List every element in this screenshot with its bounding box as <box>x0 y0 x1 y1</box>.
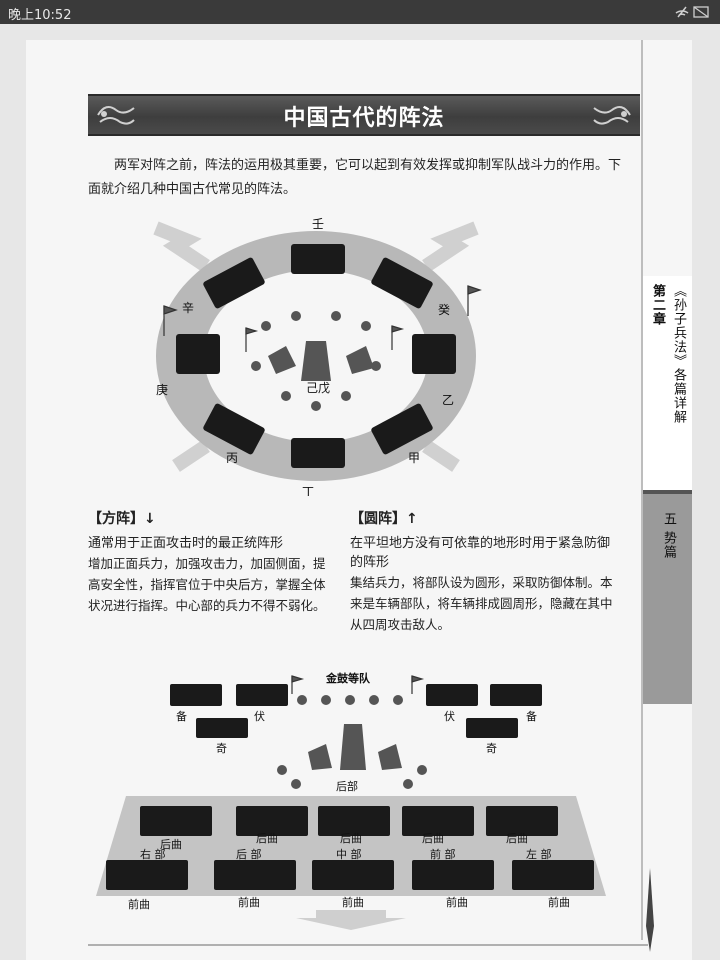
reader-page[interactable]: 中国古代的阵法 两军对阵之前，阵法的运用极其重要，它可以起到有效发挥或抑制军队战… <box>0 24 720 960</box>
label-ambush-left: 伏 <box>254 709 265 723</box>
label-reserve-left: 备 <box>176 709 187 723</box>
pen-ornament-icon <box>646 868 654 952</box>
page-footer-rule <box>88 944 648 946</box>
banner-ornament-left-icon <box>97 105 135 125</box>
section-tab[interactable]: 五 势篇 <box>643 494 692 704</box>
label-front-bu: 前 部 <box>430 847 456 861</box>
status-bar: 晚上10:52 <box>0 0 720 24</box>
label-xin: 辛 <box>182 301 194 315</box>
label-jia: 甲 <box>408 451 420 465</box>
label-rear-qu-2: 后曲 <box>256 832 278 845</box>
soldier-blocks <box>176 244 456 468</box>
label-geng: 庚 <box>156 382 168 397</box>
label-ambush-right: 伏 <box>444 709 455 723</box>
label-center-bu: 中 部 <box>336 847 362 861</box>
banner-ornament-right-icon <box>593 105 631 125</box>
chapter-tab[interactable]: 第二章 《孙子兵法》各篇详解 <box>643 276 692 494</box>
label-front-qu-5: 前曲 <box>548 895 570 909</box>
arrow-shape <box>153 221 210 272</box>
label-surprise-left: 奇 <box>216 742 227 755</box>
round-body: 集结兵力，将部队设为圆形，采取防御体制。本来是车辆部队，将车辆排成圆周形，隐藏在… <box>350 575 613 632</box>
label-bing: 丙 <box>226 451 238 465</box>
label-right-bu: 右 部 <box>140 847 166 861</box>
title-banner: 中国古代的阵法 <box>88 94 640 136</box>
label-front-qu-2: 前曲 <box>238 895 260 909</box>
square-heading: 【方阵】↓ <box>88 511 156 527</box>
square-formation-text: 【方阵】↓ 通常用于正面攻击时的最正统阵形 增加正面兵力，加强攻击力，加固侧面，… <box>88 508 326 616</box>
label-front-qu-4: 前曲 <box>446 895 468 909</box>
book-page: 中国古代的阵法 两军对阵之前，阵法的运用极其重要，它可以起到有效发挥或抑制军队战… <box>26 40 692 960</box>
chapter-side-tab: 第二章 《孙子兵法》各篇详解 五 势篇 <box>640 40 692 960</box>
label-rear-qu-5: 后曲 <box>506 832 528 845</box>
chapter-book: 《孙子兵法》各篇详解 <box>671 284 686 424</box>
label-surprise-right: 奇 <box>486 742 497 755</box>
label-rear-qu-4: 后曲 <box>422 832 444 845</box>
round-formation-text: 【圆阵】↑ 在平坦地方没有可依靠的地形时用于紧急防御的阵形 集结兵力，将部队设为… <box>350 508 620 635</box>
square-subtitle: 通常用于正面攻击时的最正统阵形 <box>88 536 284 551</box>
chapter-number: 第二章 <box>650 284 665 326</box>
intro-paragraph: 两军对阵之前，阵法的运用极其重要，它可以起到有效发挥或抑制军队战斗力的作用。下面… <box>88 158 622 197</box>
label-yi: 乙 <box>442 393 454 407</box>
section-name: 五 势篇 <box>661 512 676 560</box>
label-front-qu-1: 前曲 <box>128 897 150 911</box>
label-left-bu: 左 部 <box>526 847 552 861</box>
square-formation-diagram: 金鼓等队 备 伏 伏 备 奇 奇 后部 后曲 后曲 后曲 后曲 后曲 右 部 后… <box>96 671 606 930</box>
label-drum-unit: 金鼓等队 <box>325 671 371 685</box>
label-ding: 丁 <box>302 485 314 496</box>
round-subtitle: 在平坦地方没有可依靠的地形时用于紧急防御的阵形 <box>350 536 611 570</box>
label-front-qu-3: 前曲 <box>342 895 364 909</box>
label-ren: 壬 <box>312 217 324 231</box>
page-title: 中国古代的阵法 <box>283 106 445 131</box>
round-formation-diagram: 壬 癸 乙 甲 丁 丙 庚 辛 己戊 <box>153 217 482 496</box>
label-rear-qu-3: 后曲 <box>340 832 362 845</box>
label-reserve-right: 备 <box>526 709 537 723</box>
square-body: 增加正面兵力，加强攻击力，加固侧面，提高安全性，指挥官位于中央后方，掌握全体状况… <box>88 556 326 613</box>
label-rear-bu: 后 部 <box>236 847 262 861</box>
status-time: 晚上10:52 <box>8 8 72 23</box>
round-heading: 【圆阵】↑ <box>350 511 418 527</box>
label-rear-unit: 后部 <box>336 779 358 793</box>
label-gui: 癸 <box>438 303 450 317</box>
no-signal-icon <box>675 6 709 18</box>
label-center: 己戊 <box>306 381 330 395</box>
label-rear-qu-1: 后曲 <box>160 838 182 851</box>
